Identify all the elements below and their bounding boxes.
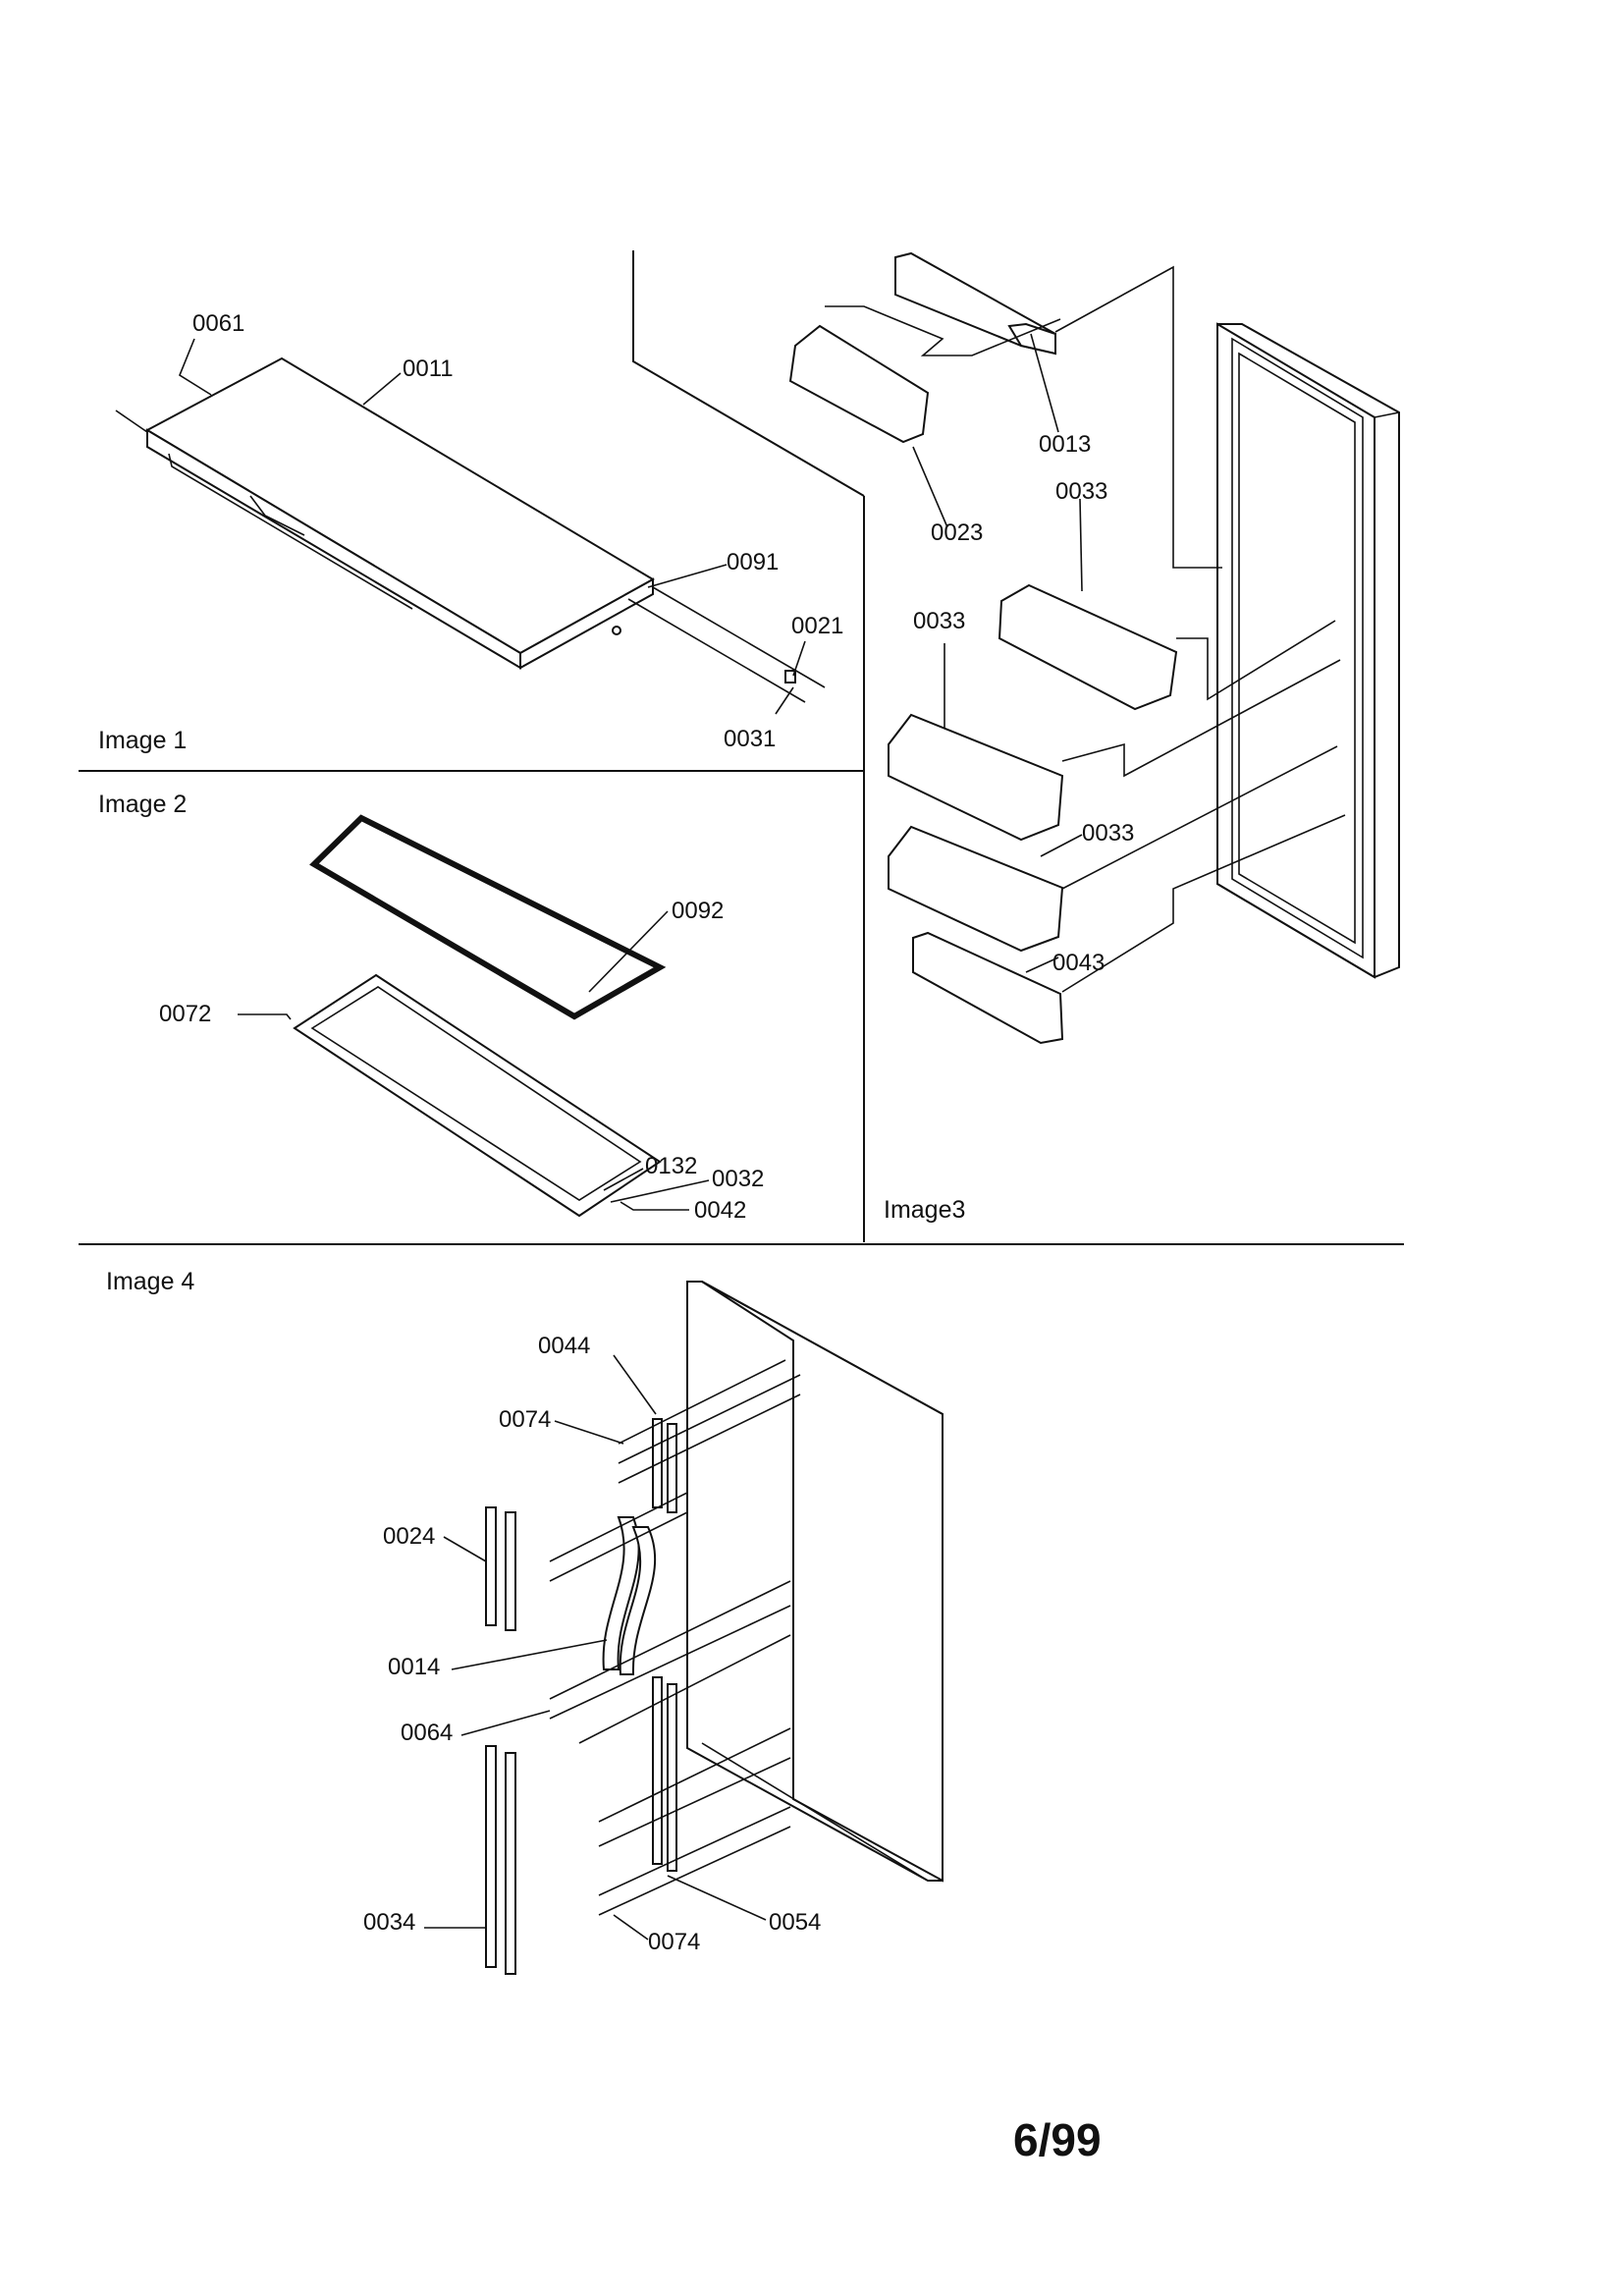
label-0033-lower: 0033 xyxy=(1082,820,1134,847)
label-0072: 0072 xyxy=(159,1001,211,1027)
label-0033-upper: 0033 xyxy=(1055,478,1107,505)
page-number: 6/99 xyxy=(1013,2114,1102,2165)
section-dividers xyxy=(79,250,1404,1245)
label-0032: 0032 xyxy=(712,1166,764,1192)
image2-glass-shelf-assembly xyxy=(238,814,710,1218)
label-0024: 0024 xyxy=(383,1523,435,1550)
image4-title: Image 4 xyxy=(106,1268,194,1295)
label-0031: 0031 xyxy=(724,726,776,752)
image3-title: Image3 xyxy=(884,1196,965,1224)
label-0033-middle: 0033 xyxy=(913,608,965,634)
image4-door-handle-assembly xyxy=(424,1281,944,1975)
label-0064: 0064 xyxy=(401,1720,453,1746)
image2-title: Image 2 xyxy=(98,791,187,818)
label-0091: 0091 xyxy=(727,549,779,575)
label-0042: 0042 xyxy=(694,1197,746,1224)
label-0054: 0054 xyxy=(769,1909,821,1936)
label-0013: 0013 xyxy=(1039,431,1091,458)
label-0021: 0021 xyxy=(791,613,843,639)
image1-shelf-assembly xyxy=(115,338,826,715)
image3-door-bins-assembly xyxy=(788,251,1400,1045)
label-0074-upper: 0074 xyxy=(499,1406,551,1433)
label-0132: 0132 xyxy=(645,1153,697,1179)
label-0043: 0043 xyxy=(1052,950,1105,976)
label-0014: 0014 xyxy=(388,1654,440,1680)
label-0023: 0023 xyxy=(931,519,983,546)
label-0011: 0011 xyxy=(403,355,454,382)
label-0061: 0061 xyxy=(192,310,244,337)
label-0092: 0092 xyxy=(672,898,724,924)
label-0044: 0044 xyxy=(538,1333,590,1359)
label-0034: 0034 xyxy=(363,1909,415,1936)
label-0074-lower: 0074 xyxy=(648,1929,700,1955)
image1-title: Image 1 xyxy=(98,727,187,754)
